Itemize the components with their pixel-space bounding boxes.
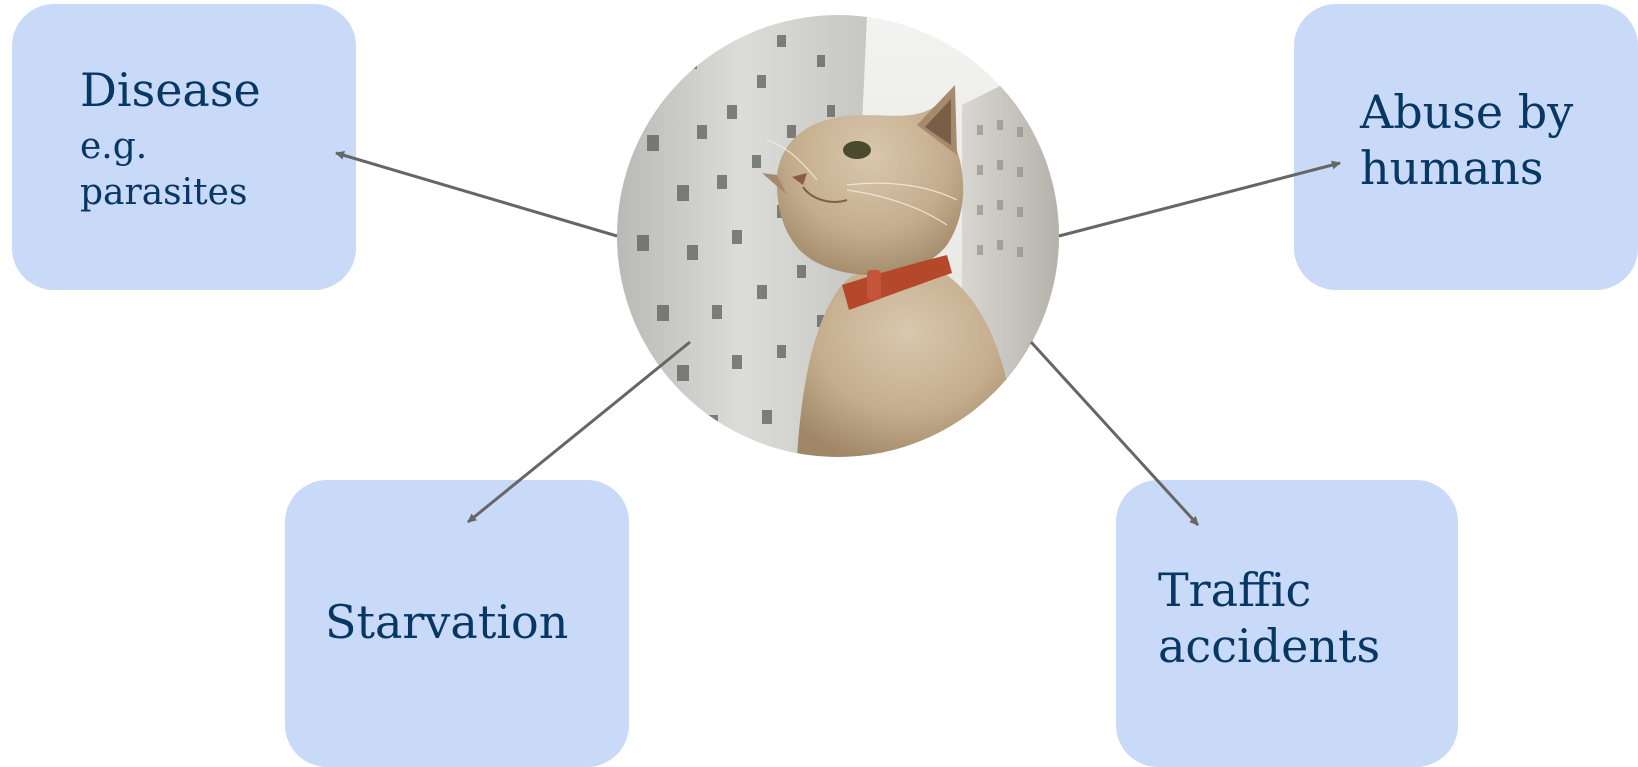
cat-head [776,90,964,276]
collar-tag [867,270,881,300]
cat-body [797,264,1017,457]
node-disease-title: Disease [80,63,261,117]
cat-mouth [802,186,848,203]
node-disease-subtitle-line2: parasites [80,172,248,213]
node-disease-subtitle-line1: e.g. [80,126,148,167]
cat-whiskers [766,139,958,226]
cat-ear-left [762,173,787,195]
node-traffic-line2: accidents [1158,619,1381,673]
node-abuse-line2: humans [1360,141,1544,195]
node-abuse: Abuse by humans [1294,4,1638,290]
node-starvation: Starvation [285,480,629,767]
node-abuse-line1: Abuse by [1360,85,1574,139]
node-traffic: Traffic accidents [1116,480,1458,767]
cat-nose [792,173,807,185]
center-cat-photo [617,15,1059,457]
cat-ear-inner [925,99,951,145]
cat-photo-illustration [617,15,1059,457]
cat-eye [843,141,871,159]
arrow-to-disease [335,150,618,238]
node-starvation-label: Starvation [325,595,569,649]
node-traffic-line1: Traffic [1158,563,1312,617]
right-building-windows [977,120,1023,257]
node-disease: Disease e.g. parasites [12,4,356,290]
